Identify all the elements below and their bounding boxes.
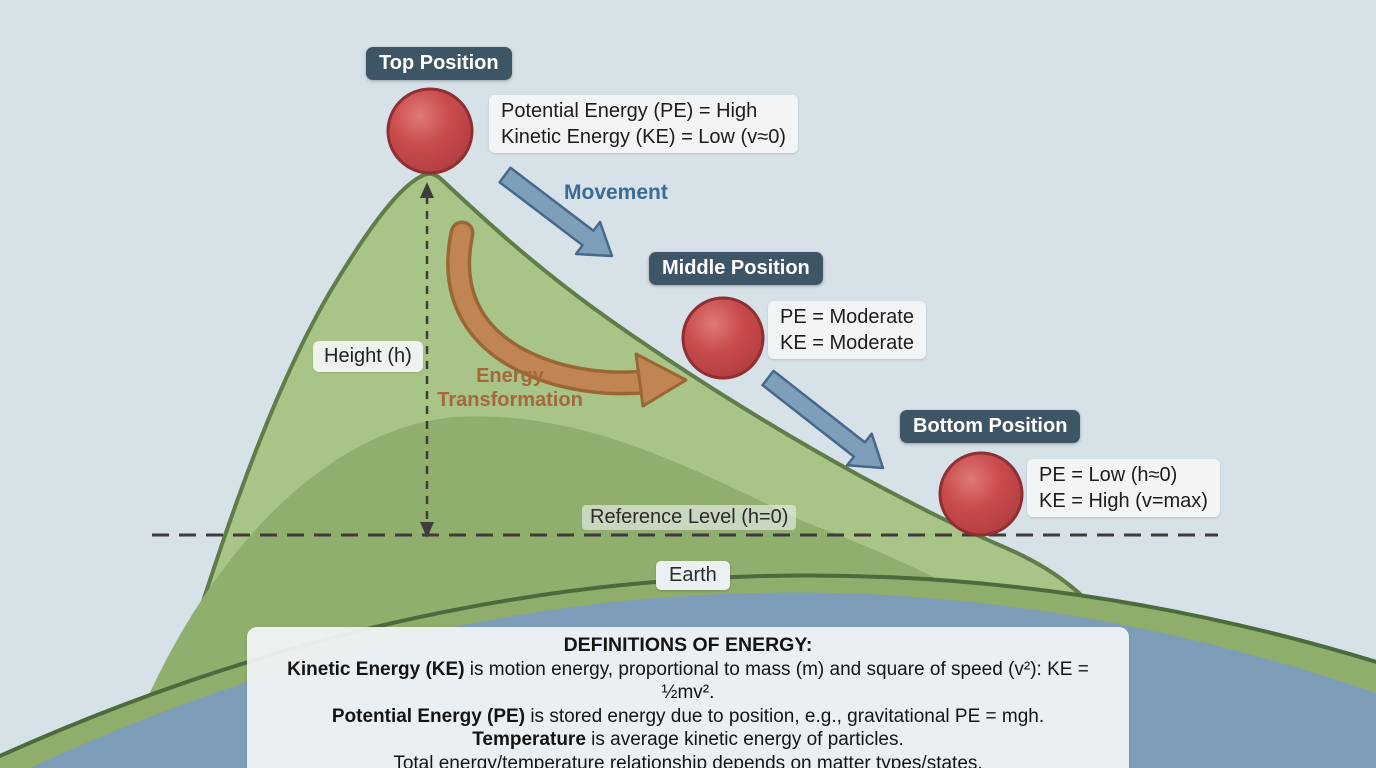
earth-label: Earth [656,561,730,590]
bottom-ke-text: KE = High (v=max) [1039,490,1208,512]
ball-top [386,87,474,175]
definitions-total-line: Total energy/temperature relationship de… [393,752,983,768]
ball-bottom [938,451,1024,537]
bottom-pe-text: PE = Low (h≈0) [1039,464,1178,486]
definitions-potential-text: is stored energy due to position, e.g., … [525,705,1045,727]
movement-arrow-top-icon [498,166,614,258]
top-ke-text: Kinetic Energy (KE) = Low (v≈0) [501,126,786,148]
definitions-kinetic-text: is motion energy, proportional to mass (… [464,658,1089,704]
top-position-badge: Top Position [366,47,512,80]
definitions-temperature-text: is average kinetic energy of particles. [585,729,904,750]
movement-arrow-bottom-icon [761,369,885,470]
definitions-potential-line: Potential Energy (PE) is stored energy d… [261,705,1115,729]
energy-arrow-head-icon [634,352,688,408]
top-pe-text: Potential Energy (PE) = High [501,100,758,122]
ball-middle [681,296,765,380]
definitions-kinetic-line: Kinetic Energy (KE) is motion energy, pr… [261,658,1115,705]
reference-level-label: Reference Level (h=0) [582,505,797,530]
definitions-temperature-term: Temperature [472,729,586,750]
height-arrow-up-icon [420,182,434,198]
top-energy-infobox: Potential Energy (PE) = High Kinetic Ene… [489,95,798,153]
definitions-title: DEFINITIONS OF ENERGY: [563,634,813,656]
bottom-energy-infobox: PE = Low (h≈0) KE = High (v=max) [1027,459,1220,517]
definitions-temperature-line: Temperature is average kinetic energy of… [261,728,1115,752]
definitions-panel: DEFINITIONS OF ENERGY: Kinetic Energy (K… [247,627,1129,768]
middle-energy-infobox: PE = Moderate KE = Moderate [768,301,926,359]
definitions-potential-term: Potential Energy (PE) [331,705,526,727]
energy-transformation-line2: Transformation [437,389,583,411]
energy-transformation-label: Energy Transformation [425,364,595,412]
movement-label: Movement [564,181,668,204]
height-label: Height (h) [313,341,423,372]
energy-transformation-line1: Energy [476,365,544,387]
middle-pe-text: PE = Moderate [780,306,914,328]
middle-ke-text: KE = Moderate [780,332,914,354]
definitions-kinetic-term: Kinetic Energy (KE) [287,658,465,680]
energy-arrow-shaft [449,224,653,392]
middle-position-badge: Middle Position [649,252,823,285]
bottom-position-badge: Bottom Position [900,410,1081,443]
height-arrow-down-icon [420,522,434,538]
